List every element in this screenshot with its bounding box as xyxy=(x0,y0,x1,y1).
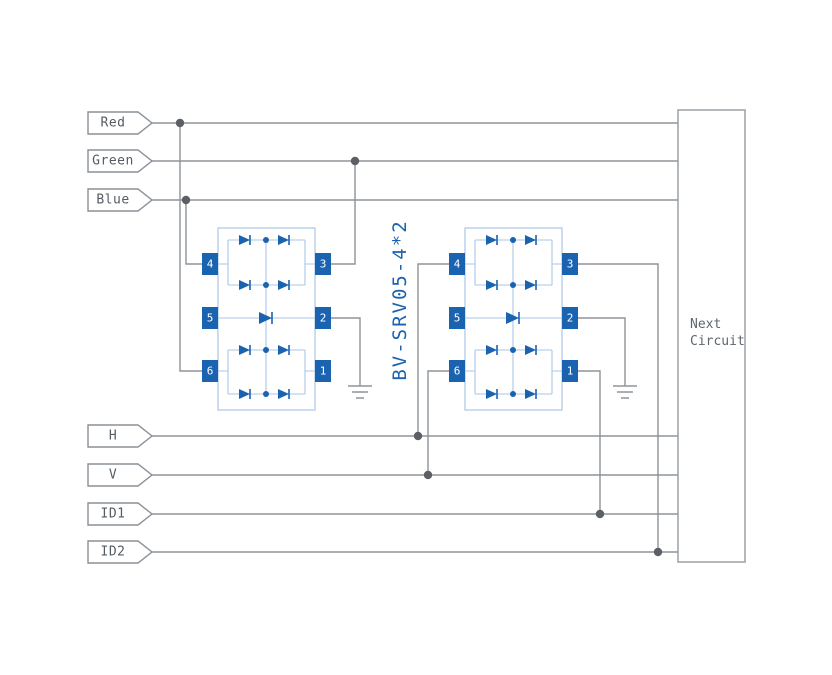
pin-number: 2 xyxy=(320,312,327,325)
wire-id2-branch-pin3 xyxy=(578,263,659,552)
pin-pad xyxy=(562,253,578,275)
pin-1: 1 xyxy=(315,360,331,382)
junction-dot xyxy=(653,547,663,557)
signal-tag-id1: ID1 xyxy=(87,502,154,526)
tag-shape xyxy=(87,540,154,564)
wires xyxy=(152,122,678,553)
tag-label: Blue xyxy=(96,193,129,208)
pin-number: 3 xyxy=(320,258,327,271)
tvs-chip-1: 4 5 6 3 2 1 xyxy=(202,227,331,411)
pin-number: 5 xyxy=(454,312,461,325)
ground-symbol xyxy=(348,385,372,399)
pin-2: 2 xyxy=(315,307,331,329)
tag-shape xyxy=(87,463,154,487)
pin-pad xyxy=(315,360,331,382)
next-circuit-box: Next Circuit xyxy=(677,109,746,563)
pin-pad xyxy=(449,360,465,382)
signal-tag-v: V xyxy=(87,463,154,487)
junction-dot xyxy=(595,509,605,519)
next-circuit-label-line1: Next xyxy=(690,317,721,332)
pin-5: 5 xyxy=(449,307,465,329)
pin-3: 3 xyxy=(562,253,578,275)
wire-v-branch-pin6 xyxy=(427,370,449,475)
tag-label: Green xyxy=(92,154,134,169)
junction-dot xyxy=(181,195,191,205)
tag-shape xyxy=(87,188,154,212)
pin-1: 1 xyxy=(562,360,578,382)
wire-red-branch-pin6 xyxy=(179,123,202,372)
pin-pad xyxy=(202,360,218,382)
tag-shape xyxy=(87,502,154,526)
tag-label: H xyxy=(109,429,117,444)
pin-pad xyxy=(562,307,578,329)
wire-id1-branch-pin1 xyxy=(578,370,601,514)
pin-number: 4 xyxy=(454,258,461,271)
next-circuit-label-line2: Circuit xyxy=(690,334,745,349)
tag-shape xyxy=(87,149,154,173)
tag-label: V xyxy=(109,468,117,483)
pin-number: 6 xyxy=(454,365,461,378)
tag-label: ID1 xyxy=(101,507,126,522)
pin-number: 6 xyxy=(207,365,214,378)
tvs-chip-2: 4 5 6 3 2 1 xyxy=(449,227,578,411)
pin-pad xyxy=(202,307,218,329)
wire-h-branch-pin4 xyxy=(417,263,449,436)
signal-tag-red: Red xyxy=(87,111,154,135)
junction-dot xyxy=(423,470,433,480)
pin-pad xyxy=(315,253,331,275)
signal-tag-green: Green xyxy=(87,149,154,173)
wire-blue-branch-pin4 xyxy=(185,200,202,265)
wire-green-branch-pin3 xyxy=(331,161,356,265)
next-circuit-outline xyxy=(677,109,746,563)
pin-2: 2 xyxy=(562,307,578,329)
junction-dots xyxy=(175,118,663,557)
junction-dot xyxy=(175,118,185,128)
chip-part-number: BV-SRV05-4*2 xyxy=(389,219,411,380)
pin-4: 4 xyxy=(202,253,218,275)
tag-shape xyxy=(87,424,154,448)
junction-dot xyxy=(413,431,423,441)
pin-3: 3 xyxy=(315,253,331,275)
pin-number: 4 xyxy=(207,258,214,271)
ground-symbol xyxy=(613,385,637,399)
pin-number: 3 xyxy=(567,258,574,271)
pin-5: 5 xyxy=(202,307,218,329)
pin-6: 6 xyxy=(202,360,218,382)
pin-number: 1 xyxy=(320,365,327,378)
signal-tag-id2: ID2 xyxy=(87,540,154,564)
signal-tag-blue: Blue xyxy=(87,188,154,212)
pin-pad xyxy=(202,253,218,275)
pin-number: 1 xyxy=(567,365,574,378)
pin-pad xyxy=(449,307,465,329)
signal-tag-h: H xyxy=(87,424,154,448)
junction-dot xyxy=(350,156,360,166)
tag-label: Red xyxy=(101,116,126,131)
wire-chip2-gnd xyxy=(578,317,626,386)
pin-6: 6 xyxy=(449,360,465,382)
pin-pad xyxy=(562,360,578,382)
pin-number: 2 xyxy=(567,312,574,325)
pin-pad xyxy=(315,307,331,329)
wire-chip1-gnd xyxy=(331,317,361,386)
pin-number: 5 xyxy=(207,312,214,325)
tag-shape xyxy=(87,111,154,135)
pin-pad xyxy=(449,253,465,275)
tag-label: ID2 xyxy=(101,545,126,560)
pin-4: 4 xyxy=(449,253,465,275)
